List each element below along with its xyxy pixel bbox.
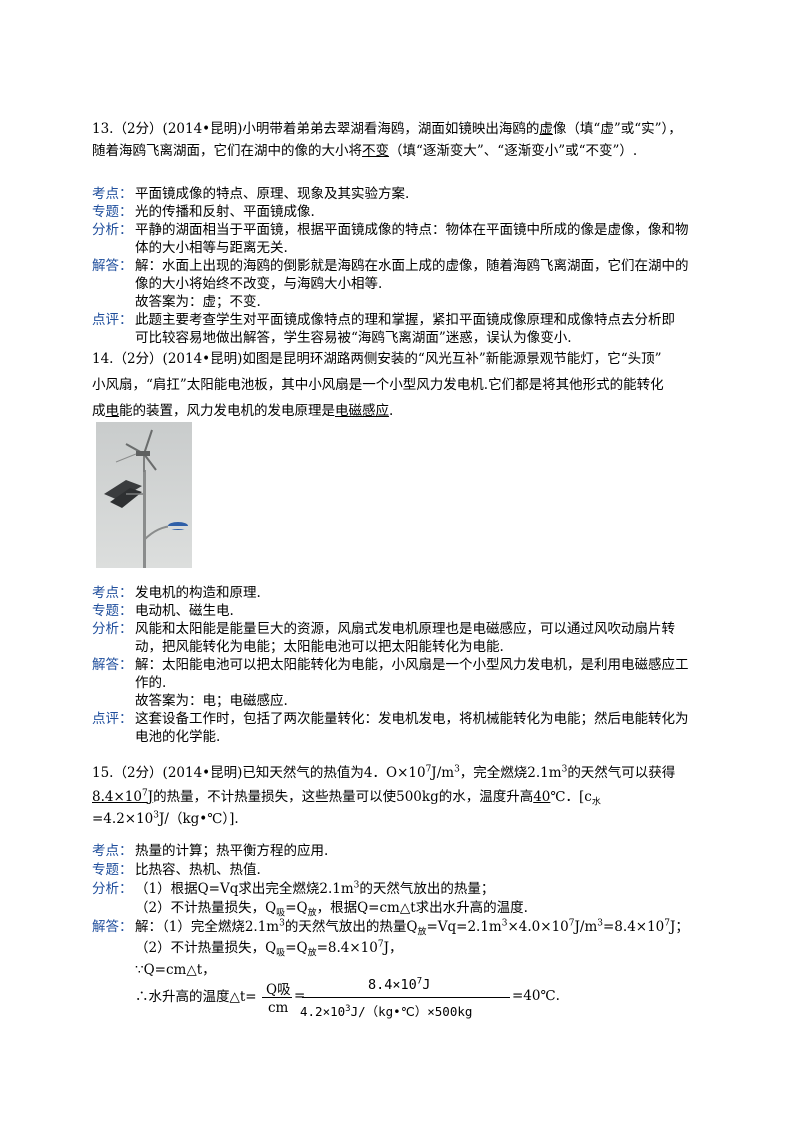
q14-line3: 成电能的装置，风力发电机的发电原理是电磁感应. [92,403,394,419]
q15-fenxi-1: （1）根据Q=Vq求出完全燃烧2.1m3的天然气放出的热量； [135,880,495,897]
q13-jieda-2: 像的大小将始终不改变，与海鸥大小相等. [135,276,383,292]
q14-line2: 小风扇，“肩扛”太阳能电池板，其中小风扇是一个小型风力发电机.它们都是将其他形式… [92,377,664,393]
q13-dianping-label: 点评： [92,312,133,328]
formula-frac1-denominator: cm [268,1000,289,1016]
q13-jieda-1: 解：水面上出现的海鸥的倒影就是海鸥在水面上成的虚像，随着海鸥飞离湖面，它们在湖中… [135,258,689,274]
q13-answer-2: 不变 [362,143,389,159]
q13-answer-1: 虚 [539,121,553,137]
q13-jieda-label: 解答： [92,258,133,274]
q15-kaodian: 热量的计算；热平衡方程的应用. [135,843,329,859]
q13-fenxi-label: 分析： [92,222,133,238]
q13-kaodian: 平面镜成像的特点、原理、现象及其实验方案. [135,186,410,202]
q15-line2: 8.4×107J的热量，不计热量损失，这些热量可以使500kg的水，温度升高40… [92,788,601,808]
q13-jieda-3: 故答案为：虚；不变. [135,294,261,310]
q15-zhuanti: 比热容、热机、热值. [135,862,261,878]
q14-fenxi-1: 风能和太阳能是能量巨大的资源，风扇式发电机原理也是电磁感应，可以通过风吹动扇片转 [135,621,675,637]
q14-jieda-3: 故答案为：电；电磁感应. [135,693,288,709]
q14-fenxi-label: 分析： [92,621,133,637]
q14-jieda-2: 作的. [135,675,167,691]
q15-zhuanti-label: 专题： [92,862,133,878]
q13-zhuanti: 光的传播和反射、平面镜成像. [135,204,315,220]
q15-kaodian-label: 考点： [92,843,133,859]
q14-zhuanti-label: 专题： [92,603,133,619]
q14-jieda-label: 解答： [92,657,133,673]
formula-frac1-numerator: Q吸 [266,982,291,998]
q14-jieda-1: 解：太阳能电池可以把太阳能转化为电能，小风扇是一个小型风力发电机，是利用电磁感应… [135,657,689,673]
q14-answer-1: 电 [105,403,120,419]
q15-formula-prefix: ∴水升高的温度△t= [135,989,257,1005]
formula-frac2-bar [302,997,510,998]
formula-frac2-denominator: 4.2×103J/（kg•℃）×500kg [300,1003,473,1019]
q15-line1: 15.（2分）(2014•昆明)已知天然气的热值为4．O×107J/m3，完全燃… [92,764,676,781]
q13-fenxi-2: 体的大小相等与距离无关. [135,240,288,256]
q15-jieda-3: ∵Q=cm△t， [135,962,216,978]
q13-kaodian-label: 考点： [92,186,133,202]
formula-result: =40℃. [512,988,560,1004]
q15-jieda-1: 解：（1）完全燃烧2.1m3的天然气放出的热量Q放=Vq=2.1m3×4.0×1… [135,918,689,938]
q14-line1: 14.（2分）(2014•昆明)如图是昆明环湖路两侧安装的“风光互补”新能源景观… [92,351,662,367]
q13-fenxi-1: 平静的湖面相当于平面镜，根据平面镜成像的特点：物体在平面镜中所成的像是虚像，像和… [135,222,689,238]
q15-jieda-label: 解答： [92,919,133,935]
formula-frac2-numerator: 8.4×107J [368,976,431,993]
q15-fenxi-2: （2）不计热量损失，Q吸=Q放，根据Q=cm△t求出水升高的温度. [135,900,528,919]
q14-zhuanti: 电动机、磁生电. [135,603,234,619]
q13-line2: 随着海鸥飞离湖面，它们在湖中的像的大小将不变（填“逐渐变大”、“逐渐变小”或“不… [92,143,638,159]
q15-answer-2: 40 [533,789,551,805]
q14-dianping-1: 这套设备工作时，包括了两次能量转化：发电机发电，将机械能转化为电能；然后电能转化… [135,711,689,727]
q13-dianping-2: 可比较容易地做出解答，学生容易被“海鸥飞离湖面”迷惑，误认为像变小. [135,330,572,346]
q15-fenxi-label: 分析： [92,881,133,897]
wind-solar-streetlight-photo [96,422,192,568]
q13-dianping-1: 此题主要考查学生对平面镜成像特点的理和掌握，紧扣平面镜成像原理和成像特点去分析即 [135,312,675,328]
q14-fenxi-2: 动，把风能转化为电能；太阳能电池可以把太阳能转化为电能. [135,639,504,655]
q15-jieda-2: （2）不计热量损失，Q吸=Q放=8.4×107J， [135,939,403,959]
q15-line3: =4.2×103J/（kg•℃）]. [92,810,239,827]
q13-zhuanti-label: 专题： [92,204,133,220]
q14-kaodian: 发电机的构造和原理. [135,585,261,601]
q14-answer-2: 电磁感应 [335,403,389,419]
q14-dianping-label: 点评： [92,711,133,727]
q15-answer-1: 8.4×107J [92,788,154,805]
q14-kaodian-label: 考点： [92,585,133,601]
formula-frac1-bar [262,997,292,998]
q13-line1: 13.（2分）(2014•昆明)小明带着弟弟去翠湖看海鸥，湖面如镜映出海鸥的虚像… [92,121,682,137]
formula-equals: = [294,988,306,1004]
q14-dianping-2: 电池的化学能. [135,729,221,745]
